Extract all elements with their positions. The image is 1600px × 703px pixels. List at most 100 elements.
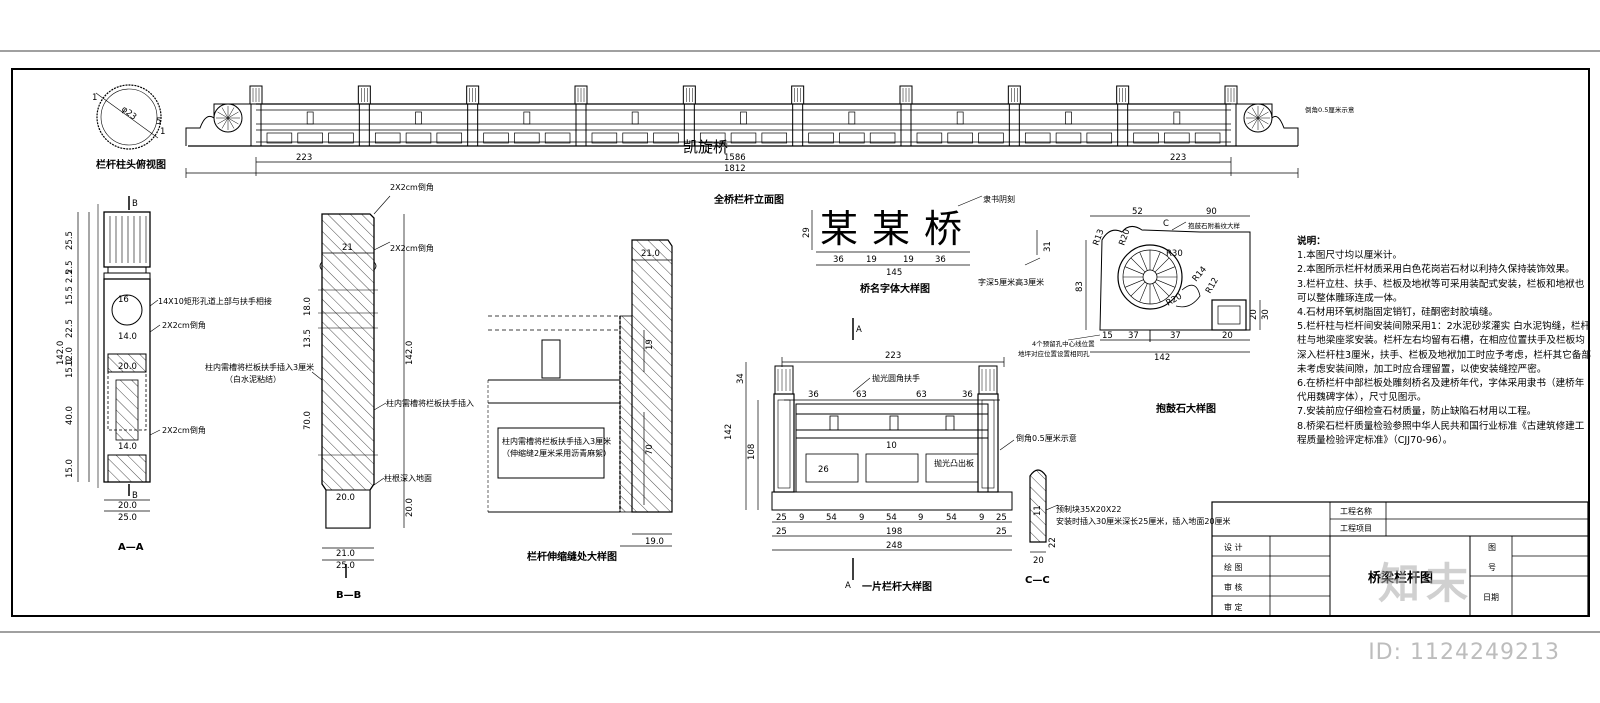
elevation-panel-inset — [266, 132, 293, 144]
elevation-baluster — [848, 111, 856, 125]
name-note-font: 隶书阴刻 — [983, 194, 1015, 204]
elevation-drum-spoke — [1247, 117, 1259, 125]
elevation-panel-inset — [622, 132, 648, 144]
panel-b1-0: 25 — [776, 513, 787, 523]
stone-dim-bottom-2: 37 — [1128, 331, 1139, 341]
elevation-panel-inset — [839, 132, 865, 144]
aa-inner-4: 14.0 — [118, 442, 137, 452]
aa-inner-1: 16 — [118, 295, 129, 305]
panel-dim-top: 223 — [885, 351, 901, 361]
top-view-dim-diameter: φ23 — [119, 104, 138, 122]
column-top-view: φ23 1 5 1 栏杆柱头俯视图 — [92, 84, 166, 171]
stone-drum-spoke — [1130, 257, 1146, 273]
end-drum-stone-detail — [1067, 215, 1261, 353]
stone-drum-spoke — [1156, 279, 1176, 288]
watermark-brand: 知末 — [1378, 559, 1475, 608]
name-dim-height: 29 — [802, 227, 812, 238]
full-railing-elevation — [185, 85, 1299, 147]
elevation-baluster — [523, 111, 531, 125]
cc-dim-3: 22 — [1048, 537, 1058, 548]
elevation-title: 全桥栏杆立面图 — [713, 193, 784, 206]
tb-drawing-title: 桥梁栏杆图 — [1368, 570, 1433, 586]
tb-role-check: 审 核 — [1224, 582, 1243, 592]
aa-vdim-1: 25.5 — [65, 231, 75, 250]
stone-dim-top-2: 90 — [1206, 207, 1217, 217]
elevation-drum-spoke — [217, 117, 229, 125]
stone-drum-spoke — [1154, 257, 1170, 273]
aa-vdim-4: 15.5 — [65, 286, 75, 305]
stone-drum-spoke — [1139, 283, 1148, 303]
tb-project-item-label: 工程项目 — [1340, 524, 1372, 533]
elevation-post — [683, 103, 695, 147]
stone-drum-spoke — [1152, 283, 1161, 303]
single-panel-detail — [745, 318, 1015, 580]
name-dim-2: 19 — [866, 255, 877, 265]
aa-vdim-total: 142.0 — [56, 341, 66, 365]
panel-b1-8: 25 — [996, 513, 1007, 523]
joint-note-1: 柱内需槽将栏板扶手插入3厘米 — [502, 436, 611, 446]
elevation-drum-spoke — [1257, 117, 1265, 129]
stone-drum-spoke — [1152, 251, 1161, 271]
stone-r-4: R14 — [1191, 265, 1209, 284]
elevation-panel-inset — [544, 132, 571, 144]
elevation-post — [1117, 103, 1129, 147]
bb-note-b: 柱内需槽将栏板扶手插入 — [386, 398, 474, 408]
note-line: 7.安装前应仔细检查石材质量，防止缺陷石材用以工程。 — [1297, 406, 1537, 418]
elevation-panel-inset — [1164, 132, 1190, 144]
tb-sheet-label: 图 — [1488, 543, 1496, 552]
elevation-panel-inset — [436, 132, 463, 144]
elevation-post — [575, 103, 587, 147]
cc-title: C—C — [1025, 575, 1050, 586]
panel-vdim-4: 26 — [818, 465, 829, 475]
name-dim-1: 36 — [833, 255, 844, 265]
elevation-drum-spoke — [1257, 107, 1265, 119]
bb-note-a: 柱内需槽将栏板扶手插入3厘米 — [205, 362, 314, 372]
name-title: 桥名字体大样图 — [860, 282, 930, 295]
elevation-dim-left: 223 — [296, 153, 312, 163]
elevation-panel-inset — [761, 132, 788, 144]
stone-note-bottom-1: 4个预留孔中心线位置 — [1032, 339, 1095, 348]
panel-dim-upper-3: 63 — [916, 390, 927, 400]
panel-dim-upper-4: 36 — [962, 390, 973, 400]
cc-dim-2: 20 — [1033, 556, 1044, 566]
note-line: 8.桥梁石栏杆质量检验参照中华人民共和国行业标准《古建筑修建工 — [1297, 420, 1585, 432]
bb-inner-dim: 21 — [342, 243, 353, 253]
aa-bottom-dim-2: 25.0 — [118, 513, 137, 523]
aa-note-chamfer2: 2X2cm倒角 — [162, 425, 206, 435]
elevation-drum-spoke — [221, 107, 229, 119]
cc-note-2: 安装时插入30厘米深长25厘米，插入地面20厘米 — [1056, 516, 1231, 526]
tb-project-name-label: 工程名称 — [1340, 506, 1372, 516]
panel-post — [773, 393, 795, 493]
notes-heading: 说明： — [1297, 236, 1326, 247]
aa-vdim-6: 12.0 — [65, 347, 75, 366]
stone-r-5: R12 — [1204, 276, 1221, 295]
panel-cut-top: A — [856, 325, 862, 335]
aa-vdim-8: 40.0 — [65, 406, 75, 425]
elevation-panel-inset — [869, 132, 896, 144]
elevation-right-end-stone — [1231, 103, 1299, 146]
elevation-panel-inset — [699, 132, 726, 144]
expansion-joint-detail — [487, 239, 673, 547]
elevation-left-end-stone — [185, 103, 256, 146]
tb-role-approve: 审 定 — [1224, 602, 1243, 612]
elevation-drum-spoke — [1251, 107, 1259, 119]
section-b-b — [311, 195, 405, 578]
bb-note-c: 柱根深入地面 — [384, 473, 432, 483]
elevation-chamfer-note: 倒角0.5厘米示意 — [1305, 105, 1355, 114]
panel-b1-4: 54 — [886, 513, 897, 523]
joint-dim-1: 21.0 — [641, 249, 660, 259]
note-line: 3.栏杆立柱、扶手、栏板及地袱等可采用装配式安装，栏板和地袱也 — [1297, 278, 1585, 290]
panel-vdim-total: 142 — [724, 424, 734, 440]
panel-b1-5: 9 — [918, 513, 923, 523]
panel-title: 一片栏杆大样图 — [862, 580, 932, 593]
note-line: 1.本图尺寸均以厘米计。 — [1297, 250, 1403, 262]
elevation-baluster — [415, 111, 422, 125]
panel-b1-7: 9 — [979, 513, 984, 523]
elevation-panel-inset — [1133, 132, 1159, 144]
bb-note-a2: （白水泥粘结） — [225, 374, 281, 384]
elevation-drum-spoke — [227, 117, 239, 125]
panel-cut-bottom: A — [845, 581, 851, 591]
elevation-dim-total: 1812 — [724, 164, 746, 174]
section-c-c — [1029, 469, 1059, 553]
elevation-panel-inset — [916, 132, 943, 144]
